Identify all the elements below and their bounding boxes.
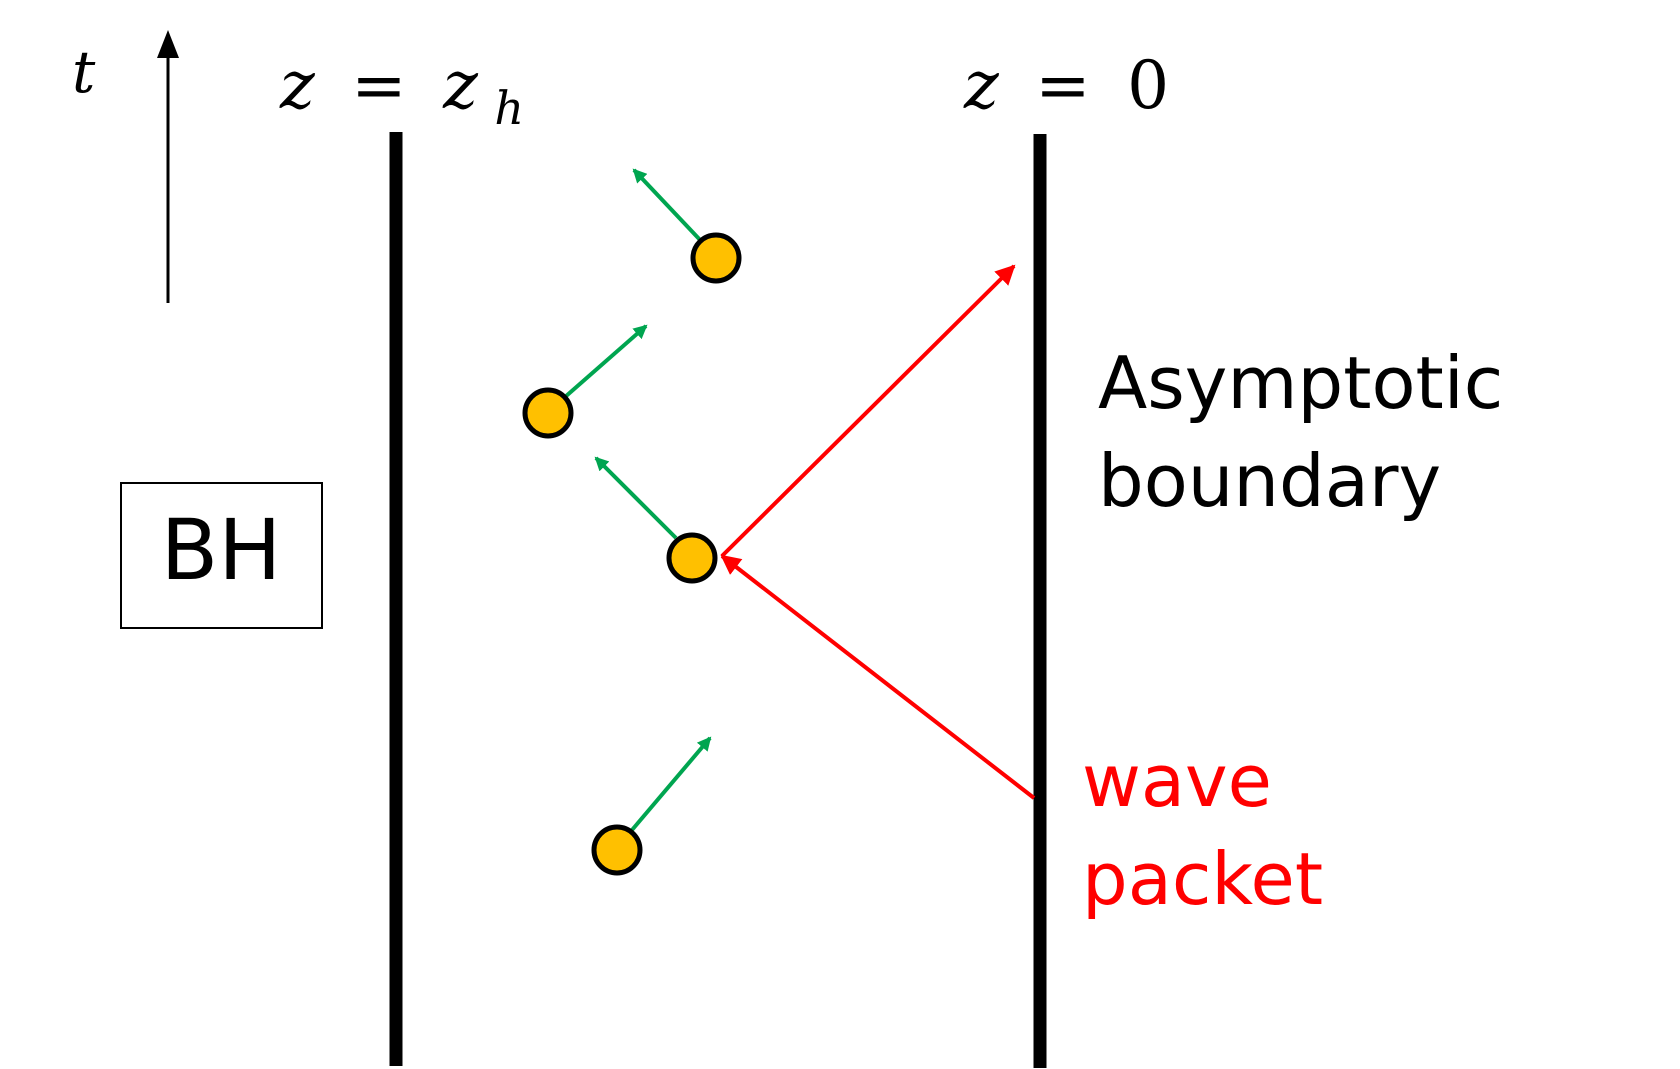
boundary-label: z = 0 — [963, 47, 1169, 124]
bh-box: BH — [120, 482, 323, 629]
bh-box-frame — [120, 482, 323, 629]
wave-packet-label: wave packet — [1082, 739, 1323, 921]
particle-1 — [632, 168, 742, 284]
particle-arrow — [563, 324, 648, 399]
horizon-label: z = z h — [279, 47, 524, 135]
hawking-particles — [522, 168, 742, 876]
reflected-wave-arrow — [720, 264, 1016, 558]
time-arrow-head — [157, 30, 179, 58]
time-axis: t — [72, 30, 179, 303]
particle-4 — [591, 736, 712, 876]
incoming-wave-arrow — [720, 554, 1036, 800]
particle-3 — [594, 456, 718, 584]
boundary: z = 0 Asymptotic boundary — [963, 47, 1503, 1068]
particle-dot — [591, 824, 643, 876]
boundary-caption-line1: Asymptotic — [1098, 341, 1503, 425]
particle-dot — [666, 532, 718, 584]
horizon: z = z h — [279, 47, 524, 1066]
particle-dot — [690, 232, 742, 284]
particle-2 — [522, 324, 648, 439]
bh-label: BH — [161, 501, 282, 599]
particle-arrow — [594, 456, 678, 540]
wave-packet-path — [720, 264, 1036, 800]
time-label: t — [72, 38, 96, 106]
particle-dot — [522, 387, 574, 439]
wave-packet-line2: packet — [1082, 837, 1323, 921]
boundary-caption-line2: boundary — [1098, 439, 1441, 523]
wave-packet-line1: wave — [1082, 739, 1272, 823]
particle-arrow — [632, 168, 704, 244]
particle-arrow — [630, 736, 712, 832]
